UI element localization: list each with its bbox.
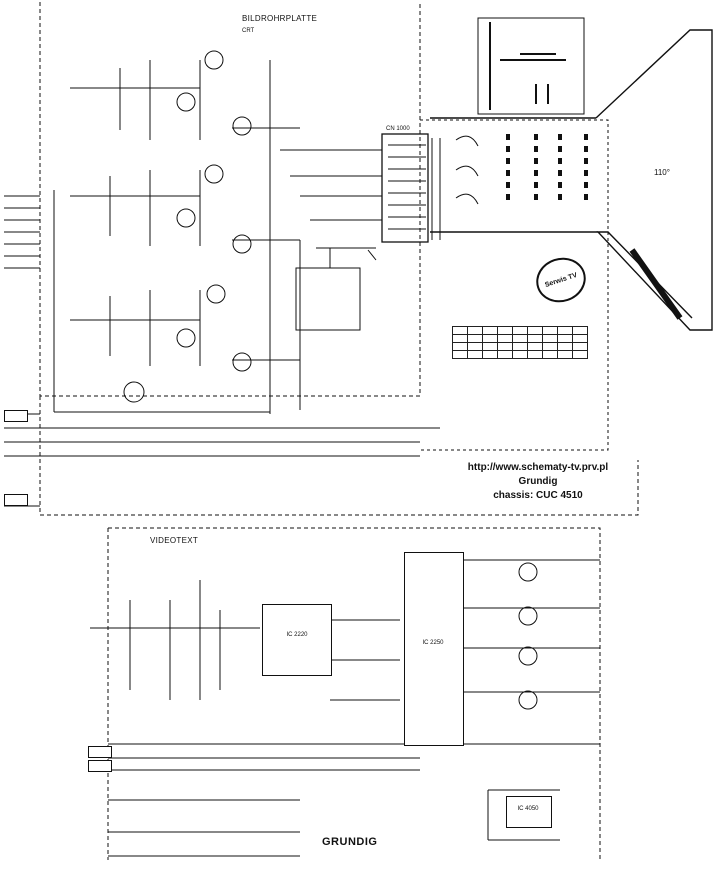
input-connector (88, 746, 112, 758)
ic-2250 (404, 552, 464, 746)
source-url: http://www.schematy-tv.prv.pl (467, 462, 609, 473)
ic-2220 (262, 604, 332, 676)
ic-4050-label: IC 4050 (517, 806, 539, 812)
ic-2220-label: IC 2220 (286, 632, 308, 638)
board-title: BILDROHRPLATTE (242, 14, 318, 23)
chassis-label: chassis: CUC 4510 (493, 490, 583, 501)
videotext-title: VIDEOTEXT (150, 536, 199, 545)
picture-tube-label: CRT (242, 28, 255, 34)
spec-table (452, 326, 588, 359)
ic-4050 (506, 796, 552, 828)
deflection-angle: 110° (654, 168, 670, 177)
connector-label: CN 1000 (386, 126, 410, 132)
ic-2250-label: IC 2250 (422, 640, 444, 646)
input-connector (88, 760, 112, 772)
manufacturer: Grundig (518, 476, 558, 487)
input-connector (4, 410, 28, 422)
input-connector (4, 494, 28, 506)
bottom-brand: GRUNDIG (322, 836, 378, 848)
